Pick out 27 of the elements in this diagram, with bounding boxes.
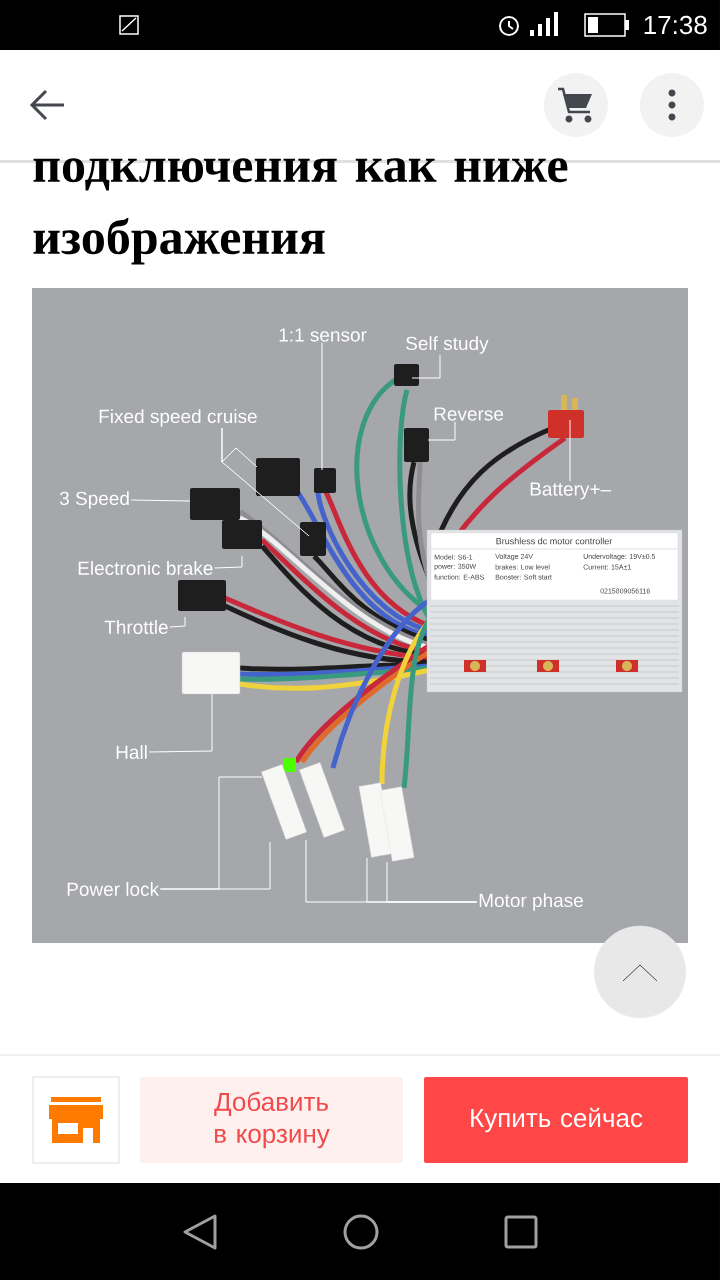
heading-text: подключения как ниже изображения (33, 158, 568, 265)
leader-label: 3 Speed (59, 491, 129, 509)
leader-line (148, 693, 213, 753)
sticker-heading: Brushless dc motor controller (496, 537, 613, 545)
leader-line (427, 421, 456, 441)
leader-label: Self study (406, 336, 489, 354)
leader-label: Power lock (67, 882, 160, 896)
leader-line (221, 427, 310, 537)
leader-label: Motor phase (479, 893, 583, 911)
leader-line (411, 354, 441, 379)
leader-label: Throttle (104, 620, 168, 634)
leader-line (130, 499, 191, 502)
leader-line (321, 342, 323, 471)
leader-label: Fixed speed cruise (99, 409, 257, 427)
leader-line (569, 419, 571, 482)
leader-label: Battery+– (530, 482, 612, 500)
add-to-cart-button: Добавить в корзину (140, 1077, 403, 1163)
clock-time: 17:38 (644, 15, 707, 35)
leader-label: Reverse (434, 407, 504, 421)
buy-now-button: Купить сейчас (424, 1077, 688, 1163)
leader-line (214, 555, 243, 569)
leader-line (169, 616, 186, 628)
leader-label: Electronic brake (78, 561, 213, 575)
leader-line (386, 861, 478, 903)
leader-line (159, 776, 263, 890)
leader-label: 1:1 sensor (279, 328, 367, 342)
leader-label: Hall (116, 745, 147, 759)
